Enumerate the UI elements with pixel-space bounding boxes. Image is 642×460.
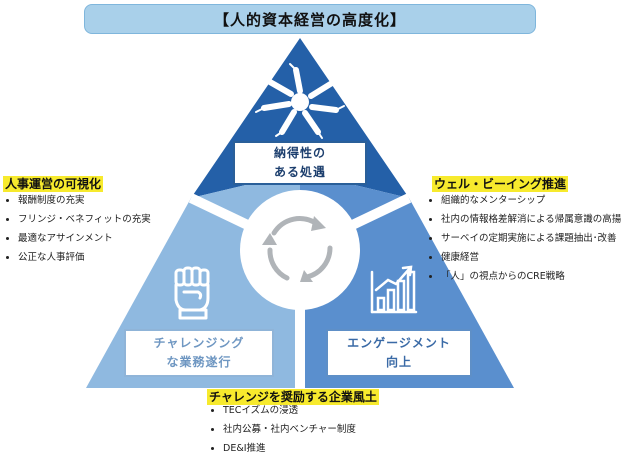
list-item: DE&I推進 [209,439,356,458]
list-item: TECイズムの浸透 [209,401,356,420]
list-item: 「人」の視点からのCRE戦略 [427,267,621,286]
list-item: サーベイの定期実施による課題抽出･改善 [427,229,621,248]
label-challenging-work: チャレンジング な業務遂行 [124,329,274,377]
list-item: 社内の情報格差解消による帰属意識の高揚 [427,210,621,229]
label-challenging-work-line1: チャレンジング [153,336,245,350]
hands-together-icon [255,63,345,139]
bullet-list: 報酬制度の充実 フリンジ・ベネフィットの充実 最適なアサインメント 公正な人事評… [4,191,151,267]
label-challenging-work-line2: な業務遂行 [166,355,232,369]
label-engagement-line2: 向上 [385,355,412,369]
raised-fist-icon [174,266,210,320]
label-engagement: エンゲージメント 向上 [326,329,472,377]
growth-bar-chart-icon [370,265,418,314]
list-item: 社内公募・社内ベンチャー制度 [209,420,356,439]
bullet-list: TECイズムの浸透 社内公募・社内ベンチャー制度 DE&I推進 [209,401,356,458]
list-item: フリンジ・ベネフィットの充実 [4,210,151,229]
list-item: 報酬制度の充実 [4,191,151,210]
list-item: 公正な人事評価 [4,248,151,267]
list-item: 健康経営 [427,248,621,267]
label-fair-treatment-line2: ある処遇 [273,165,326,179]
section-heading: 人事運営の可視化 [3,176,104,192]
center-circle [240,190,360,310]
section-heading: チャレンジを奨励する企業風土 [207,389,379,405]
label-engagement-line1: エンゲージメント [347,336,451,350]
list-item: 最適なアサインメント [4,229,151,248]
diagram-title: 【人的資本経営の高度化】 [84,4,536,34]
section-heading: ウェル・ビーイング推進 [432,176,569,192]
cycle-arrows-icon [262,216,333,282]
bullet-list: 組織的なメンターシップ 社内の情報格差解消による帰属意識の高揚 サーベイの定期実… [427,191,621,286]
list-item: 組織的なメンターシップ [427,191,621,210]
label-fair-treatment-line1: 納得性の [273,146,326,160]
label-fair-treatment: 納得性の ある処遇 [233,141,367,185]
